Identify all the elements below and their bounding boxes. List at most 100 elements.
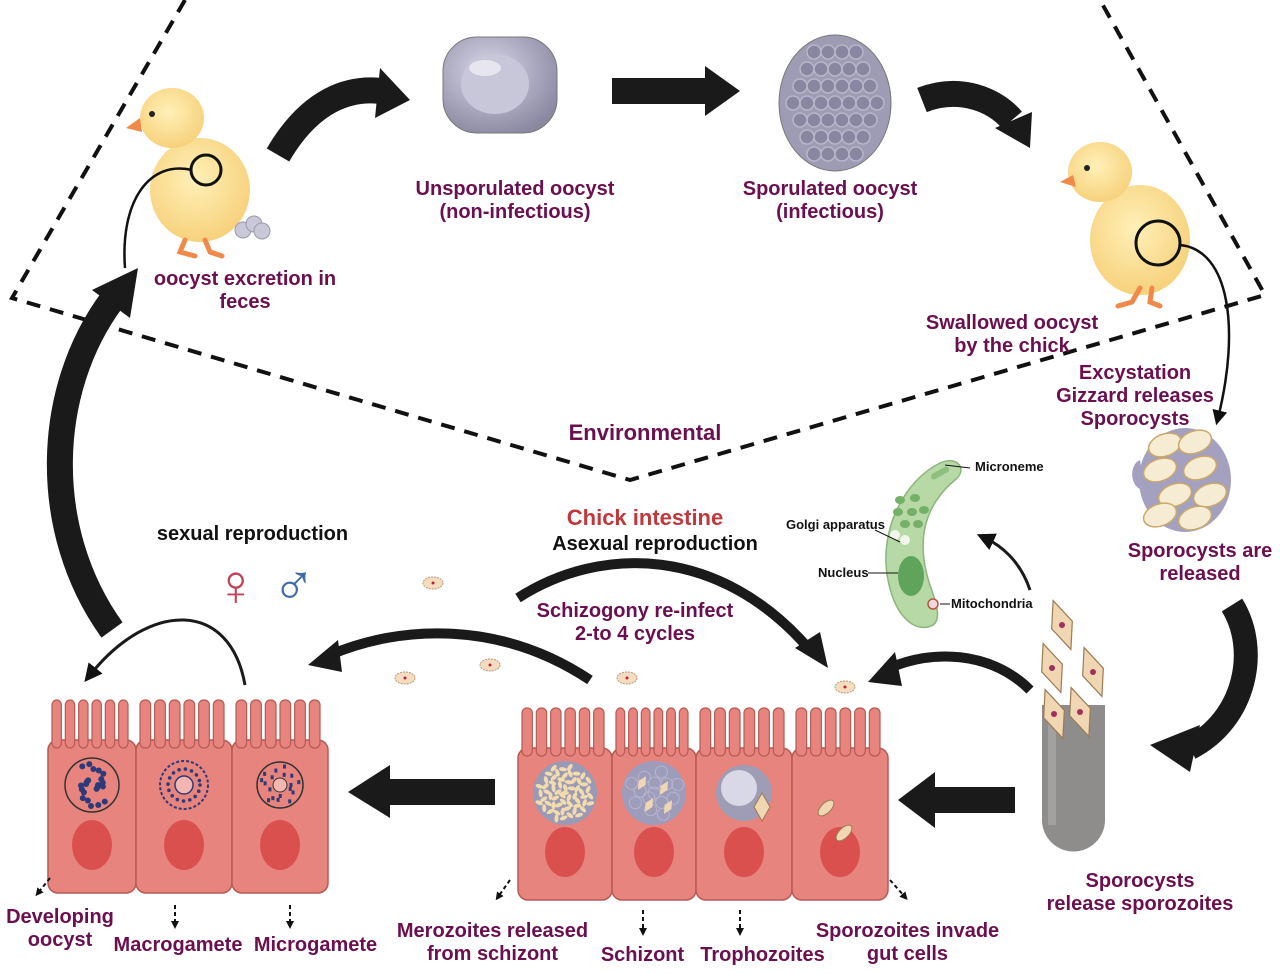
label-unsporulated-oocyst: Unsporulated oocyst(non-infectious) <box>415 178 615 223</box>
intestinal-cell <box>611 707 697 901</box>
microvillus <box>743 707 756 757</box>
label-schizont: Schizont <box>600 944 685 966</box>
label-environmental-region: Environmental <box>568 420 722 445</box>
label-mitochondria: Mitochondria <box>951 596 1033 611</box>
arrow-tube-to-cells <box>930 787 1015 813</box>
invading-sporozoite <box>835 824 853 842</box>
sporozoite-anatomy-icon <box>868 460 971 629</box>
label-sexual-reproduction: sexual reproduction <box>156 523 349 545</box>
microvillus <box>212 699 225 749</box>
microvillus <box>104 699 116 749</box>
cell-nucleus <box>820 827 860 877</box>
unsporulated-oocyst-icon <box>442 36 558 134</box>
microvillus <box>235 699 248 749</box>
arrow-unsporulated-to-sporulated <box>612 78 707 104</box>
microvillus <box>308 699 321 749</box>
sporocyst <box>1157 482 1193 508</box>
sporocyst <box>1142 457 1178 483</box>
microvillus <box>839 707 852 757</box>
arrow-sexual-to-excretion <box>46 292 123 638</box>
arrow-sporulated-to-chick <box>917 80 1022 129</box>
microvillus <box>279 699 292 749</box>
arrow-sporozoite-to-cells <box>887 651 1034 694</box>
microvillus <box>758 707 770 757</box>
microvillus <box>250 699 262 749</box>
sporocyst <box>1177 505 1213 531</box>
microvillus <box>183 699 196 749</box>
microvillus <box>198 699 210 749</box>
microvillus <box>578 707 591 757</box>
arrow-excretion-to-unsporulated <box>266 77 391 162</box>
microvillus <box>78 699 89 749</box>
label-macrogamete: Macrogamete <box>113 934 243 956</box>
label-trophozoites: Trophozoites <box>700 944 825 966</box>
intestinal-cell <box>231 699 329 894</box>
cell-nucleus <box>724 827 764 877</box>
sporocyst <box>1142 502 1178 528</box>
cell-nucleus <box>72 820 112 870</box>
stage-pointers <box>35 877 908 936</box>
intestinal-cell <box>47 699 137 894</box>
microvillus <box>795 707 808 757</box>
microvillus <box>772 707 785 757</box>
feces-oocysts-icon <box>234 215 271 240</box>
arrow-asexual-reinfect <box>515 558 814 654</box>
arc-sexual-reproduction <box>84 618 247 686</box>
microvillus <box>824 707 837 757</box>
intestinal-cell <box>695 707 793 901</box>
microvillus <box>628 707 638 757</box>
cell-nucleus <box>260 820 300 870</box>
intestinal-cell <box>517 707 613 901</box>
microvillus <box>294 699 306 749</box>
microvillus <box>264 699 277 749</box>
label-microgamete: Microgamete <box>253 934 378 956</box>
microvillus <box>699 707 712 757</box>
sporocyst-cluster-icon <box>1132 428 1231 532</box>
cell-nucleus <box>164 820 204 870</box>
microvillus <box>564 707 576 757</box>
label-sporulated-oocyst: Sporulated oocyst(infectious) <box>742 178 918 223</box>
microvillus <box>521 707 533 757</box>
sporocyst <box>1192 482 1228 508</box>
environment-boundary <box>8 0 1268 483</box>
arrow-tube-to-sporozoite <box>976 533 1032 591</box>
microvillus <box>550 707 562 757</box>
microvillus <box>535 707 548 757</box>
sporocyst <box>1177 429 1213 455</box>
label-golgi-apparatus: Golgi apparatus <box>786 517 885 532</box>
male-symbol-icon: ♂ <box>272 553 316 618</box>
sporulated-oocyst-icon <box>778 34 892 172</box>
microvillus <box>666 707 676 757</box>
developing-oocyst-icon <box>64 757 120 813</box>
label-asexual-reproduction: Asexual reproduction <box>552 533 758 555</box>
microvillus <box>728 707 741 757</box>
label-chick-intestine-region: Chick intestine <box>566 505 724 530</box>
label-microneme: Microneme <box>975 459 1044 474</box>
cell-nucleus <box>634 827 674 877</box>
microvillus <box>810 707 822 757</box>
microvillus <box>168 699 181 749</box>
microvillus <box>640 707 651 757</box>
sporocyst <box>1182 455 1218 481</box>
intestinal-cell <box>791 707 889 901</box>
microvillus <box>139 699 152 749</box>
arrow-released-to-tube <box>1184 598 1258 759</box>
microvillus <box>593 707 605 757</box>
microvillus <box>714 707 726 757</box>
intestinal-cells-asexual <box>517 707 889 901</box>
chick-left-icon <box>123 88 250 269</box>
microvillus <box>653 707 664 757</box>
cell-nucleus <box>545 827 585 877</box>
microvillus <box>615 707 626 757</box>
invading-sporozoite <box>817 799 835 817</box>
microvillus <box>868 707 881 757</box>
